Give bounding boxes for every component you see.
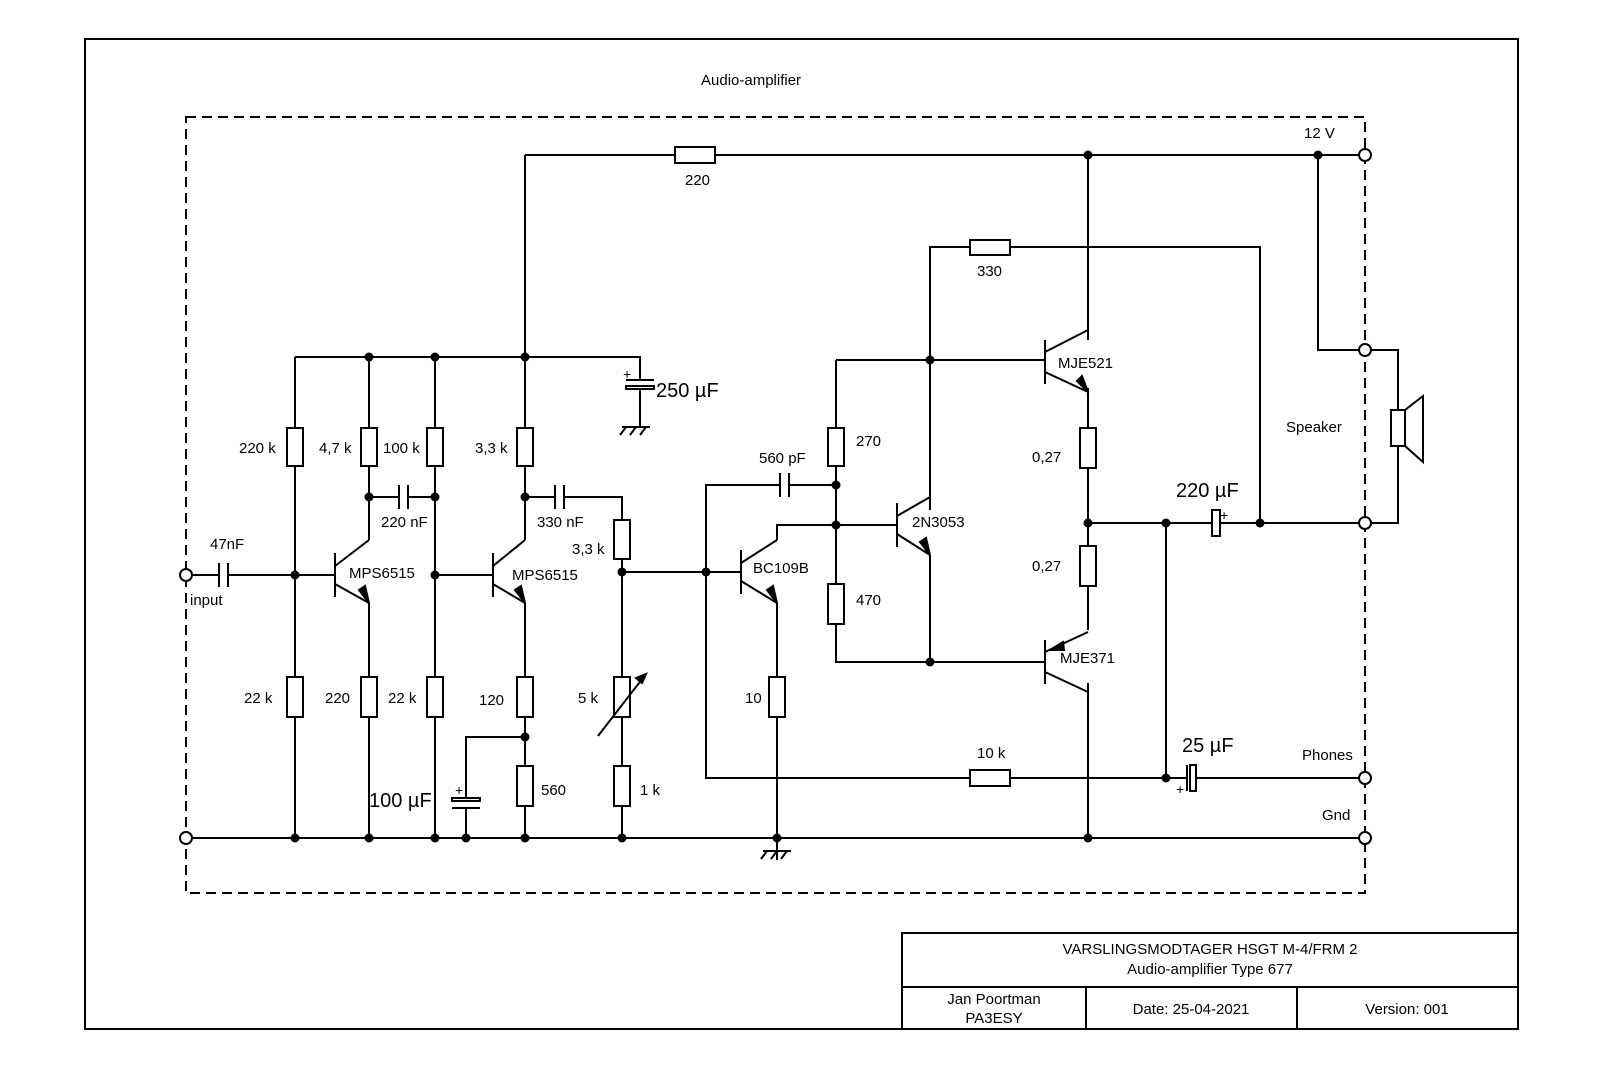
label-gnd: Gnd [1322, 807, 1350, 824]
label-r3-bottom: 22 k [388, 690, 417, 707]
label-c-coupling1: 220 nF [381, 514, 428, 531]
label-q6: MJE371 [1060, 650, 1115, 667]
svg-text:+: + [623, 366, 631, 382]
label-input: input [190, 592, 223, 609]
ground-symbols [619, 426, 791, 860]
junction-dots [290, 150, 1323, 843]
drawing-date: Date: 25-04-2021 [1133, 1001, 1250, 1018]
label-r4-emitter-a: 120 [479, 692, 504, 709]
resistors [286, 146, 1097, 807]
label-c-phones: 25 µF [1182, 735, 1234, 757]
drawing-version: Version: 001 [1365, 1001, 1448, 1018]
svg-text:+: + [1176, 781, 1184, 797]
label-c-miller: 560 pF [759, 450, 806, 467]
title-block: VARSLINGSMODTAGER HSGT M-4/FRM 2 Audio-a… [901, 932, 1519, 1030]
label-r-supply: 220 [685, 172, 710, 189]
label-r2-collector: 4,7 k [319, 440, 352, 457]
label-q5: MJE521 [1058, 355, 1113, 372]
speaker-icon [1390, 393, 1424, 465]
label-q1: MPS6515 [349, 565, 415, 582]
label-r5-pot: 5 k [578, 690, 599, 707]
label-q2: MPS6515 [512, 567, 578, 584]
sheet-frame [84, 38, 1519, 1030]
label-speaker: Speaker [1286, 419, 1342, 436]
label-c-output: 220 µF [1176, 480, 1239, 502]
label-r2-emitter: 220 [325, 690, 350, 707]
author-name: Jan Poortman [947, 991, 1040, 1008]
label-c-input: 47nF [210, 536, 244, 553]
label-c-supply: 250 µF [656, 380, 719, 402]
label-r4-emitter-b: 560 [541, 782, 566, 799]
label-r3-top: 100 k [383, 440, 420, 457]
potentiometer-arrow [597, 672, 648, 737]
wires [186, 154, 1399, 860]
terminals [179, 148, 1372, 845]
labels: 12 V input Speaker Phones Gnd 220 330 22… [190, 125, 1353, 824]
label-r8-top: 0,27 [1032, 449, 1061, 466]
transistors [334, 329, 1089, 693]
label-c-emitter: 100 µF [369, 790, 432, 812]
label-q3: BC109B [753, 560, 809, 577]
label-r7-top: 270 [856, 433, 881, 450]
label-c-coupling2: 330 nF [537, 514, 584, 531]
label-12v: 12 V [1304, 125, 1335, 142]
label-r-phones: 10 k [977, 745, 1006, 762]
capacitors: + + + + [218, 366, 1228, 809]
label-r8-bottom: 0,27 [1032, 558, 1061, 575]
svg-text:+: + [1220, 507, 1228, 523]
label-r6-emitter: 10 [745, 690, 762, 707]
title-block-line1: VARSLINGSMODTAGER HSGT M-4/FRM 2 [1062, 941, 1357, 958]
author-callsign: PA3ESY [965, 1010, 1022, 1027]
label-r1-bottom: 22 k [244, 690, 273, 707]
label-q4: 2N3053 [912, 514, 965, 531]
label-r-feedback: 330 [977, 263, 1002, 280]
label-phones: Phones [1302, 747, 1353, 764]
module-boundary [185, 116, 1366, 894]
label-r1-top: 220 k [239, 440, 276, 457]
svg-text:+: + [455, 782, 463, 798]
label-r4-collector: 3,3 k [475, 440, 508, 457]
label-r5-series: 3,3 k [572, 541, 605, 558]
title-block-line2: Audio-amplifier Type 677 [1127, 961, 1293, 978]
label-r7-bottom: 470 [856, 592, 881, 609]
label-r5-bottom: 1 k [640, 782, 661, 799]
diagram-title: Audio-amplifier [701, 72, 801, 89]
